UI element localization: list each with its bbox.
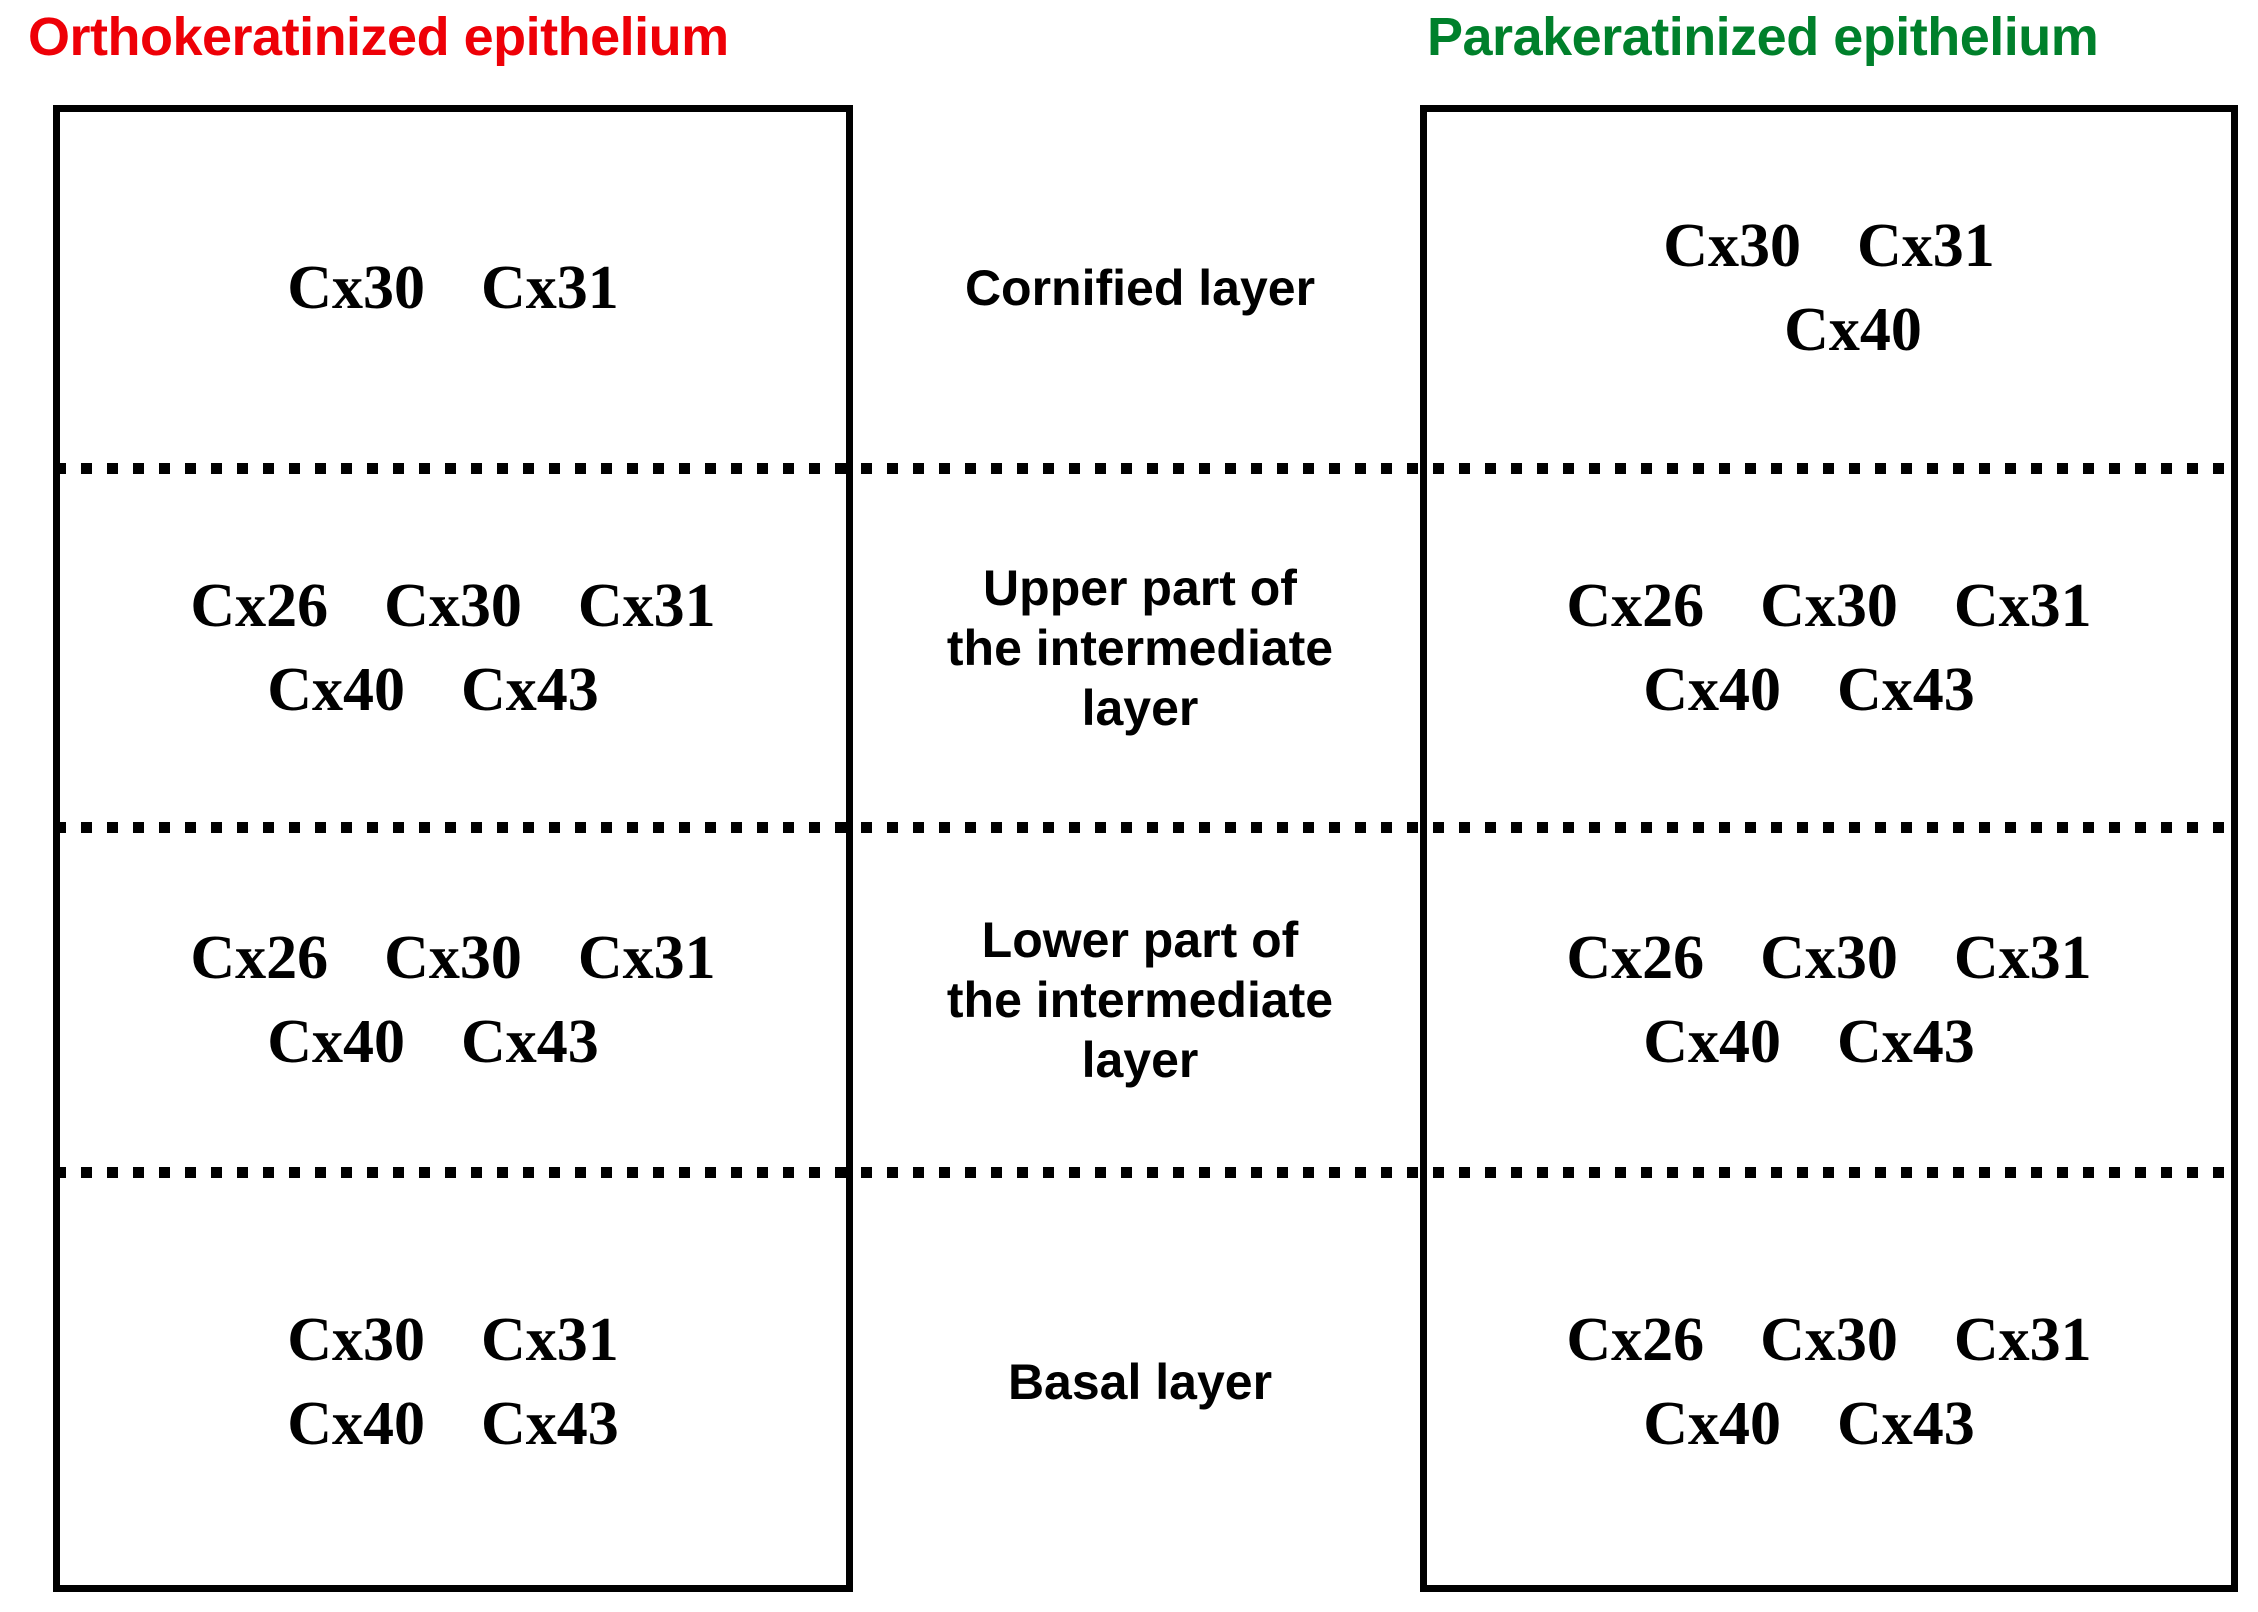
- cx-label: Cx43: [1837, 1390, 1975, 1458]
- cx-line: Cx40 Cx43: [239, 1000, 667, 1084]
- cx-line: Cx30 Cx31: [259, 246, 647, 330]
- para-upper-intermediate-layer-cell: Cx26 Cx30 Cx31 Cx40 Cx43: [1427, 474, 2231, 822]
- cx-label: Cx30: [1760, 1306, 1898, 1374]
- parakeratinized-epithelium-box: [1420, 105, 2238, 1592]
- cx-label: Cx26: [1566, 1306, 1705, 1374]
- layer-label-text: Cornified layer: [964, 259, 1316, 316]
- cx-line: Cx40 Cx43: [239, 648, 667, 732]
- cx-label: Cx30: [287, 253, 425, 322]
- cx-line: Cx26 Cx30 Cx31: [162, 564, 743, 648]
- cx-label: Cx31: [577, 572, 716, 640]
- cx-label: Cx40: [287, 1390, 425, 1458]
- layer-label-cornified: Cornified layer: [880, 112, 1400, 463]
- cx-label: Cx40: [1784, 295, 1922, 364]
- cx-line: Cx26 Cx30 Cx31: [1538, 564, 2119, 648]
- cx-label: Cx31: [1953, 924, 2092, 992]
- layer-label-text: Upper part of: [983, 560, 1297, 616]
- cx-line: Cx26 Cx30 Cx31: [162, 916, 743, 1000]
- cx-label: Cx31: [1857, 211, 1995, 280]
- cx-label: Cx30: [1760, 572, 1898, 640]
- cx-label: Cx31: [1953, 572, 2092, 640]
- cx-label: Cx30: [1663, 211, 1801, 280]
- ortho-lower-intermediate-layer-cell: Cx26 Cx30 Cx31 Cx40 Cx43: [60, 833, 846, 1167]
- cx-label: Cx40: [1643, 656, 1781, 724]
- cx-label: Cx30: [1760, 924, 1898, 992]
- cx-label: Cx43: [461, 656, 599, 724]
- orthokeratinized-header: Orthokeratinized epithelium: [28, 7, 729, 67]
- layer-divider: [55, 822, 2237, 833]
- cx-line: Cx30 Cx31: [259, 1298, 647, 1382]
- cx-label: Cx26: [190, 572, 329, 640]
- cx-label: Cx26: [190, 924, 329, 992]
- cx-label: Cx43: [1837, 1008, 1975, 1076]
- cx-label: Cx30: [384, 924, 522, 992]
- cx-line: Cx26 Cx30 Cx31: [1538, 916, 2119, 1000]
- para-lower-intermediate-layer-cell: Cx26 Cx30 Cx31 Cx40 Cx43: [1427, 833, 2231, 1167]
- cx-label: Cx43: [461, 1008, 599, 1076]
- layer-label-text: layer: [1081, 680, 1199, 736]
- layer-divider: [55, 1167, 2237, 1178]
- cx-label: Cx40: [267, 1008, 405, 1076]
- cx-label: Cx43: [481, 1390, 619, 1458]
- para-basal-layer-cell: Cx26 Cx30 Cx31 Cx40 Cx43: [1427, 1178, 2231, 1586]
- cx-label: Cx31: [481, 1306, 619, 1374]
- ortho-basal-layer-cell: Cx30 Cx31 Cx40 Cx43: [60, 1178, 846, 1586]
- cx-line: Cx40 Cx43: [259, 1382, 647, 1466]
- layer-label-text: Basal layer: [1007, 1354, 1273, 1410]
- layer-label-text: the intermediate: [946, 972, 1334, 1028]
- layer-divider: [55, 463, 2237, 474]
- cx-line: Cx40 Cx43: [1615, 1000, 2043, 1084]
- cx-line: Cx40: [1708, 288, 1950, 372]
- para-cornified-layer-cell: Cx30 Cx31 Cx40: [1427, 112, 2231, 463]
- cx-line: Cx26 Cx30 Cx31: [1538, 1298, 2119, 1382]
- cx-label: Cx31: [1953, 1306, 2092, 1374]
- cx-label: Cx30: [287, 1306, 425, 1374]
- cx-label: Cx26: [1566, 572, 1705, 640]
- cx-line: Cx40 Cx43: [1615, 648, 2043, 732]
- cx-line: Cx30 Cx31: [1635, 204, 2023, 288]
- cx-line: Cx40 Cx43: [1615, 1382, 2043, 1466]
- orthokeratinized-epithelium-box: [53, 105, 853, 1592]
- cx-label: Cx43: [1837, 656, 1975, 724]
- cx-label: Cx31: [481, 253, 619, 322]
- cx-label: Cx40: [1643, 1008, 1781, 1076]
- parakeratinized-header: Parakeratinized epithelium: [1427, 7, 2099, 67]
- cx-label: Cx31: [577, 924, 716, 992]
- layer-label-text: layer: [1081, 1032, 1199, 1088]
- cx-label: Cx40: [267, 656, 405, 724]
- layer-label-text: Lower part of: [981, 912, 1299, 968]
- cx-label: Cx40: [1643, 1390, 1781, 1458]
- ortho-upper-intermediate-layer-cell: Cx26 Cx30 Cx31 Cx40 Cx43: [60, 474, 846, 822]
- layer-label-upper-intermediate: Upper part of the intermediate layer: [880, 474, 1400, 822]
- layer-label-basal: Basal layer: [880, 1178, 1400, 1586]
- cx-label: Cx30: [384, 572, 522, 640]
- layer-label-text: the intermediate: [946, 620, 1334, 676]
- layer-label-lower-intermediate: Lower part of the intermediate layer: [880, 833, 1400, 1167]
- ortho-cornified-layer-cell: Cx30 Cx31: [60, 112, 846, 463]
- cx-label: Cx26: [1566, 924, 1705, 992]
